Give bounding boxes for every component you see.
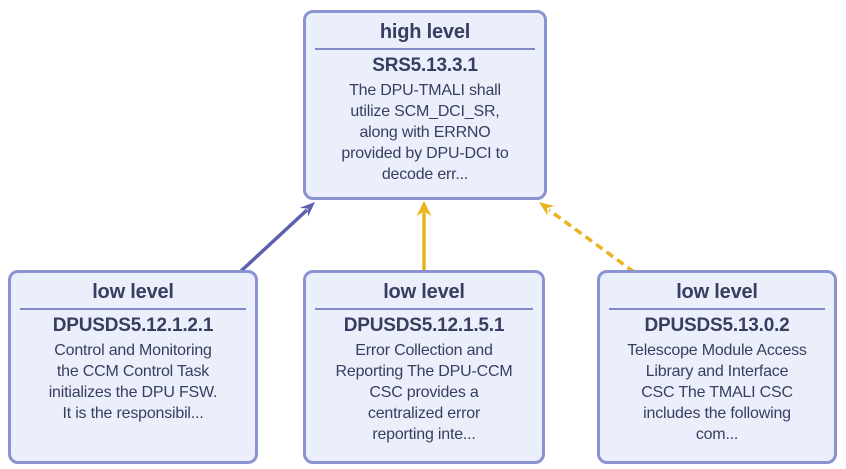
edge-low1-to-high [416, 201, 432, 272]
title-divider [315, 48, 535, 50]
edge-low0-to-high [238, 202, 315, 274]
edge-low2-to-high [539, 202, 636, 274]
node-id: DPUSDS5.12.1.2.1 [52, 315, 214, 336]
low-level-node-0: low level DPUSDS5.12.1.2.1 Control and M… [8, 270, 258, 464]
title-divider [315, 308, 533, 310]
title-divider [20, 308, 246, 310]
low-level-node-2: low level DPUSDS5.13.0.2 Telescope Modul… [597, 270, 837, 464]
edge-low2-line [547, 208, 636, 274]
edge-low1-arrowhead-icon [416, 201, 432, 216]
node-id: DPUSDS5.12.1.5.1 [343, 315, 505, 336]
node-level-label: low level [383, 281, 465, 303]
node-id: DPUSDS5.13.0.2 [644, 315, 790, 336]
node-description: Telescope Module Access Library and Inte… [627, 342, 807, 443]
edge-low0-arrowhead-icon [299, 202, 315, 217]
node-description: Control and Monitoring the CCM Control T… [48, 342, 218, 422]
node-description: The DPU-TMALI shall utilize SCM_DCI_SR, … [341, 82, 509, 183]
low-level-node-1: low level DPUSDS5.12.1.5.1 Error Collect… [303, 270, 545, 464]
node-description: Error Collection and Reporting The DPU-C… [335, 342, 513, 443]
high-level-node: high level SRS5.13.3.1 The DPU-TMALI sha… [303, 10, 547, 200]
edge-low0-line [238, 208, 309, 274]
node-level-label: low level [92, 281, 174, 303]
title-divider [609, 308, 825, 310]
edge-low2-arrowhead-icon [539, 202, 555, 216]
node-level-label: high level [379, 21, 471, 43]
node-id: SRS5.13.3.1 [372, 55, 478, 76]
node-level-label: low level [676, 281, 758, 303]
